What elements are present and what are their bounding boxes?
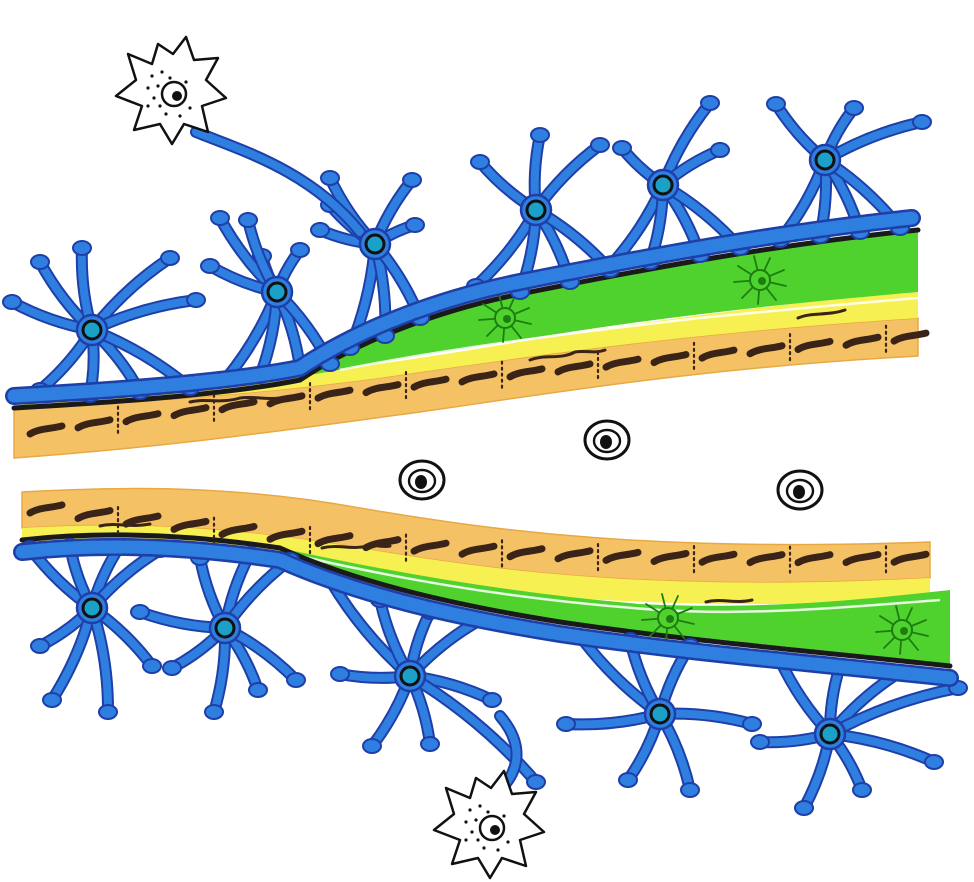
astrocyte-icon [77, 315, 107, 345]
astrocyte-icon [815, 719, 845, 749]
astrocyte-icon [645, 699, 675, 729]
bottom-vessel-wall [22, 489, 950, 666]
astrocyte-icon [521, 195, 551, 225]
top-vessel-wall [14, 230, 926, 458]
astrocyte-icon [810, 145, 840, 175]
astrocyte-icon [395, 661, 425, 691]
astrocyte-icon [210, 613, 240, 643]
astrocyte-icon [262, 277, 292, 307]
blood-cell-icon [585, 421, 629, 459]
neuron-icon [116, 37, 226, 144]
blood-cell-icon [400, 461, 444, 499]
astrocyte-icon [648, 170, 678, 200]
neuron-icon [434, 771, 544, 878]
astrocyte-icon [77, 593, 107, 623]
blood-cell-icon [778, 471, 822, 509]
astrocyte-icon [360, 229, 390, 259]
